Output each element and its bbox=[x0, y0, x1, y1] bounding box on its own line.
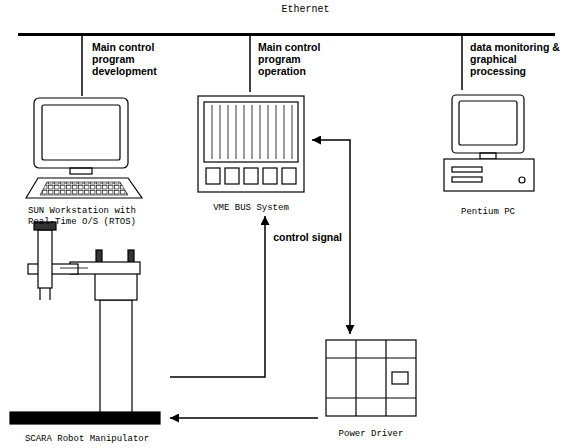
card-slot bbox=[292, 105, 293, 159]
drive-bay bbox=[282, 168, 296, 184]
network-link bbox=[461, 36, 463, 90]
card-slot bbox=[244, 105, 245, 159]
arm-seam bbox=[60, 268, 88, 269]
keyboard-keys bbox=[40, 182, 128, 195]
card-slot bbox=[284, 105, 285, 159]
device-name: SCARA Robot Manipulator bbox=[23, 434, 151, 447]
power-button bbox=[519, 177, 525, 183]
device-name: Pentium PC bbox=[459, 207, 517, 220]
driver-divider bbox=[355, 340, 356, 416]
driver-shelf bbox=[326, 397, 416, 398]
card-slot bbox=[212, 105, 213, 159]
drive-bay bbox=[225, 168, 239, 184]
gripper-finger bbox=[39, 288, 40, 300]
pentium-pc-icon bbox=[444, 95, 534, 191]
monitor-screen bbox=[459, 101, 517, 145]
monitor-screen bbox=[42, 105, 120, 160]
gripper-finger bbox=[49, 288, 50, 300]
device-name: Power Driver bbox=[337, 429, 406, 442]
drive-bays bbox=[206, 168, 296, 184]
monitor-case bbox=[34, 98, 128, 168]
card-slot bbox=[220, 105, 221, 159]
signal-arrow bbox=[170, 417, 318, 419]
desktop-unit bbox=[444, 159, 534, 191]
signal-arrow bbox=[170, 216, 265, 377]
fore-arm bbox=[28, 264, 78, 274]
device-block: SCARA Robot Manipulator bbox=[4, 218, 170, 447]
device-block: Pentium PC bbox=[436, 90, 540, 220]
link-label: data monitoring & graphical processing bbox=[468, 41, 562, 77]
device-block: Power Driver bbox=[318, 334, 424, 442]
power-driver-icon bbox=[326, 340, 416, 416]
network-bus: Ethernet bbox=[18, 4, 555, 36]
card-slot bbox=[236, 105, 237, 159]
driver-divider bbox=[385, 340, 386, 416]
device-block: VME BUS System bbox=[190, 92, 312, 216]
link-label: control signal bbox=[271, 231, 344, 243]
keyboard bbox=[26, 178, 142, 198]
floppy-drive bbox=[452, 167, 482, 172]
rack-case bbox=[198, 96, 304, 192]
drive-bay bbox=[263, 168, 277, 184]
robot-base-plate bbox=[10, 412, 160, 424]
card-slots bbox=[212, 105, 292, 159]
card-slot bbox=[252, 105, 253, 159]
network-link bbox=[81, 36, 83, 96]
robot-column bbox=[100, 300, 132, 412]
sun-workstation-icon bbox=[26, 98, 142, 198]
link-label: Main control program development bbox=[90, 41, 166, 77]
monitor-stand bbox=[70, 168, 92, 174]
device-block: SUN Workstation with Real-Time O/S (RTOS… bbox=[12, 96, 152, 230]
card-cage bbox=[204, 102, 298, 162]
driver-display bbox=[392, 372, 408, 384]
cd-drive bbox=[452, 177, 482, 182]
vme-rack-icon bbox=[198, 96, 304, 192]
driver-shelf bbox=[326, 357, 416, 358]
card-slot bbox=[228, 105, 229, 159]
device-name: VME BUS System bbox=[211, 203, 291, 216]
card-slot bbox=[268, 105, 269, 159]
network-link bbox=[249, 36, 251, 92]
monitor-case bbox=[452, 95, 524, 153]
card-slot bbox=[260, 105, 261, 159]
bus-name: Ethernet bbox=[279, 4, 331, 17]
card-slot bbox=[276, 105, 277, 159]
link-label: Main control program operation bbox=[256, 41, 332, 77]
drive-bay bbox=[206, 168, 220, 184]
drive-bay bbox=[244, 168, 258, 184]
scara-robot-icon bbox=[10, 222, 160, 424]
tool-shaft bbox=[38, 230, 52, 288]
monitor-stand bbox=[480, 153, 496, 159]
device-name: SUN Workstation with Real-Time O/S (RTOS… bbox=[21, 206, 143, 230]
driver-case bbox=[326, 340, 416, 416]
